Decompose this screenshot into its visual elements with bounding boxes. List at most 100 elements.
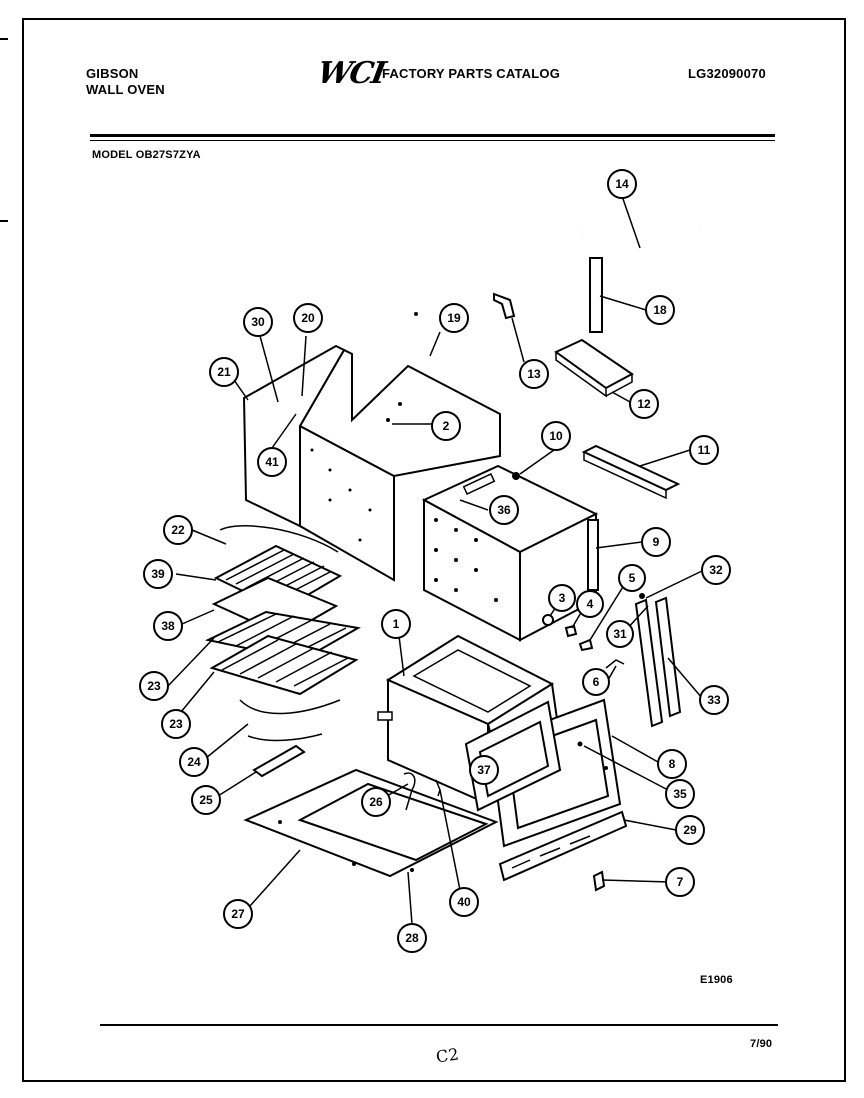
part-knobs [542, 614, 594, 652]
callout-25: 25 [191, 785, 221, 815]
svg-text:35: 35 [673, 787, 687, 801]
svg-text:24: 24 [187, 755, 201, 769]
callout-4: 4 [576, 590, 604, 618]
svg-text:22: 22 [171, 523, 185, 537]
part-trim-strip [581, 444, 681, 500]
header-rule-thin [90, 140, 775, 141]
svg-text:36: 36 [497, 503, 511, 517]
svg-text:11: 11 [698, 443, 711, 457]
callout-23-a: 23 [139, 671, 169, 701]
svg-text:23: 23 [147, 679, 161, 693]
svg-text:6: 6 [593, 675, 600, 689]
callout-10: 10 [541, 421, 571, 451]
callout-35: 35 [665, 779, 695, 809]
revision-date: 7/90 [750, 1038, 773, 1050]
callout-21: 21 [209, 357, 239, 387]
callout-6: 6 [582, 668, 610, 696]
svg-text:40: 40 [457, 895, 471, 909]
page-mark: C2 [434, 1044, 461, 1067]
part-tube [589, 257, 603, 333]
part-outer-wrapper [242, 312, 501, 582]
diagram-code: E1906 [700, 974, 733, 986]
callout-12: 12 [629, 389, 659, 419]
svg-text:14: 14 [615, 177, 629, 191]
callout-26: 26 [361, 787, 391, 817]
svg-text:19: 19 [447, 311, 461, 325]
callout-19: 19 [439, 303, 469, 333]
svg-text:2: 2 [443, 419, 450, 433]
callout-27: 27 [223, 899, 253, 929]
footer-rule [100, 1024, 778, 1026]
callout-3: 3 [548, 584, 576, 612]
callout-29: 29 [675, 815, 705, 845]
callout-31: 31 [606, 620, 634, 648]
svg-text:32: 32 [709, 563, 723, 577]
part-clip [592, 870, 606, 892]
callout-40: 40 [449, 887, 479, 917]
part-bracket [493, 292, 516, 320]
part-oven-racks [204, 544, 361, 696]
part-kick-plate [498, 810, 628, 882]
svg-text:3: 3 [559, 591, 566, 605]
brand-block: GIBSON WALL OVEN [86, 66, 165, 98]
svg-text:20: 20 [301, 311, 315, 325]
document-id: LG32090070 [688, 66, 766, 81]
svg-text:27: 27 [231, 907, 245, 921]
callout-8: 8 [657, 749, 687, 779]
part-heating-elements [219, 525, 341, 742]
svg-text:38: 38 [161, 619, 175, 633]
callout-36: 36 [489, 495, 519, 525]
part-element-bar [252, 744, 306, 778]
svg-text:7: 7 [677, 875, 684, 889]
svg-text:13: 13 [527, 367, 541, 381]
svg-text:39: 39 [151, 567, 165, 581]
part-screw [605, 659, 625, 669]
header-rule-thick [90, 134, 775, 137]
callout-20: 20 [293, 303, 323, 333]
callout-1: 1 [381, 609, 411, 639]
brand-name: GIBSON [86, 66, 139, 81]
leader-lines [167, 195, 705, 925]
callout-22: 22 [163, 515, 193, 545]
catalog-title: FACTORY PARTS CATALOG [382, 66, 561, 81]
callout-37: 37 [469, 755, 499, 785]
model-number: MODEL OB27S7ZYA [92, 149, 201, 161]
svg-text:18: 18 [653, 303, 667, 317]
svg-text:5: 5 [629, 571, 636, 585]
edge-tick-mid [0, 220, 8, 222]
product-type: WALL OVEN [86, 82, 165, 97]
edge-tick-top [0, 38, 8, 40]
svg-text:1: 1 [393, 617, 400, 631]
svg-text:9: 9 [653, 535, 660, 549]
svg-text:8: 8 [669, 757, 676, 771]
callout-28: 28 [397, 923, 427, 953]
part-duct-box [554, 338, 634, 398]
svg-text:28: 28 [405, 931, 419, 945]
callout-9: 9 [641, 527, 671, 557]
callout-24: 24 [179, 747, 209, 777]
callout-32: 32 [701, 555, 731, 585]
callout-18: 18 [645, 295, 675, 325]
callout-39: 39 [143, 559, 173, 589]
svg-text:37: 37 [477, 763, 491, 777]
svg-text:33: 33 [707, 693, 721, 707]
callout-33: 33 [699, 685, 729, 715]
svg-text:4: 4 [587, 597, 594, 611]
callout-13: 13 [519, 359, 549, 389]
part-door-gaskets [634, 593, 682, 728]
part-bottom-panels [243, 768, 499, 878]
svg-text:31: 31 [613, 627, 627, 641]
svg-text:41: 41 [265, 455, 279, 469]
callout-11: 11 [689, 435, 719, 465]
callout-38: 38 [153, 611, 183, 641]
part-vent-pipe [580, 214, 701, 251]
svg-text:29: 29 [683, 823, 697, 837]
svg-text:21: 21 [217, 365, 231, 379]
callout-5: 5 [618, 564, 646, 592]
callout-14: 14 [607, 169, 637, 199]
callout-7: 7 [665, 867, 695, 897]
svg-text:12: 12 [637, 397, 651, 411]
callout-30: 30 [243, 307, 273, 337]
callout-41: 41 [257, 447, 287, 477]
